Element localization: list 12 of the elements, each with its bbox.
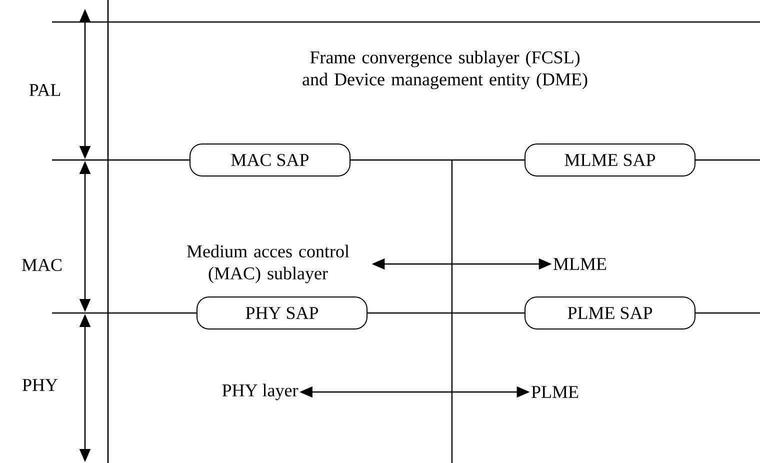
layer-text: PLME [532,386,578,398]
layer-text: Medium acces control (MAC) sublayer [187,244,350,284]
layer-text: Frame convergence sublayer (FCSL) and Device management entity (DME) [302,50,588,90]
layer-text: PHY layer [222,384,298,400]
sap-box: PLME SAP [524,296,696,330]
layer-label: PAL [29,84,60,96]
sap-box: PHY SAP [196,296,368,330]
layer-label: MAC [22,258,62,272]
sap-box: MLME SAP [524,144,696,176]
layer-label: PHY [22,379,58,391]
sap-box: MAC SAP [190,144,350,176]
layer-text: MLME [554,258,606,270]
